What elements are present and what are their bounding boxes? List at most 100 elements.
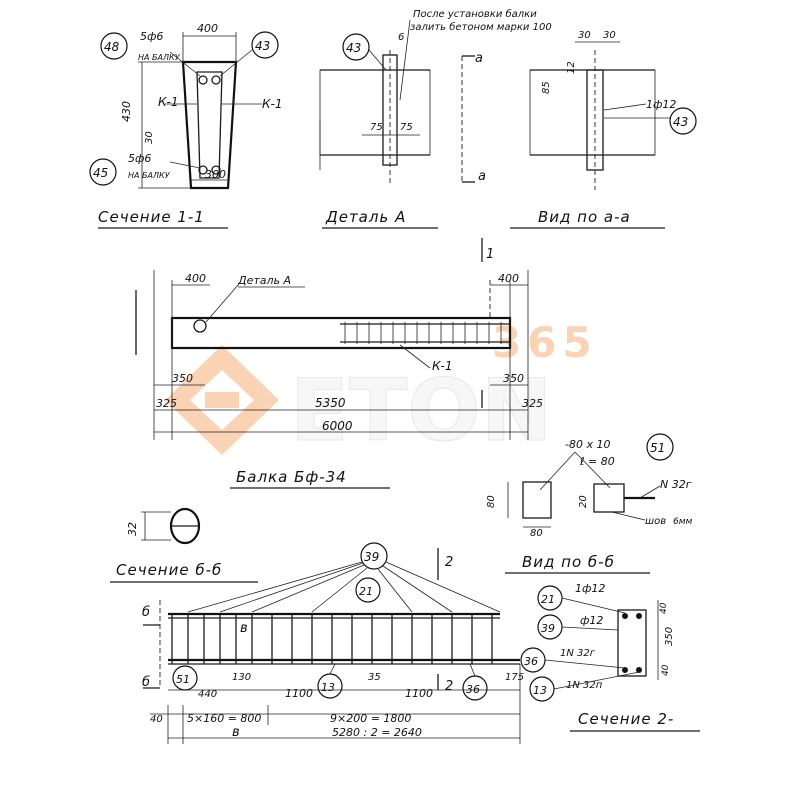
- dim-1100a: 1100: [285, 687, 313, 700]
- dim-40: 40: [150, 714, 163, 725]
- rebar-dot: [198, 165, 208, 175]
- bubble-48: [100, 32, 128, 60]
- dim-80a: 80: [486, 495, 497, 508]
- callout-bottom-note: НА БАЛКУ: [128, 171, 171, 180]
- beam-cage: [340, 322, 510, 344]
- beam-stirrups: [344, 322, 502, 344]
- section-2-2-outline: [617, 609, 647, 677]
- dim-325-left: 325: [156, 397, 177, 410]
- rebar-dot: [622, 613, 628, 619]
- bubble-36-label: 36: [524, 655, 538, 668]
- frame-stirrups: [171, 614, 493, 664]
- dim-40b: 40: [661, 664, 671, 676]
- watermark-logo-icon: [165, 345, 279, 455]
- beam-detail-label: Деталь А: [237, 274, 291, 287]
- dim-30: 30: [144, 131, 155, 144]
- dim-80b: 80: [530, 528, 543, 539]
- watermark: ETON 365: [165, 318, 592, 462]
- callout-top: 5ф6: [140, 30, 163, 43]
- dim-top: 400: [197, 22, 218, 35]
- mark-k1-right: К-1: [262, 97, 282, 111]
- dim-6000: 6000: [322, 419, 353, 433]
- frame-mark-v: в: [240, 621, 248, 636]
- mark-a-top: а: [475, 51, 483, 66]
- bubble-21-label: 21: [541, 593, 555, 606]
- section-1-1: 400 430 30 300 К-1 К-1 5ф6 НА БАЛКУ 5ф6 …: [89, 22, 282, 229]
- dim-400-left: 400: [185, 272, 206, 285]
- frame-mark-v2: в: [232, 725, 240, 740]
- detail-a: а а После установки балки залить бетоном…: [319, 8, 552, 229]
- dim-350-right: 350: [503, 372, 524, 385]
- watermark-word: ETON: [290, 361, 553, 461]
- bubble-51-label: 51: [650, 441, 665, 455]
- dim-35: 35: [368, 672, 381, 683]
- dim-350: 350: [664, 627, 675, 646]
- bubble-43: [251, 31, 279, 59]
- bubble-43-label: 43: [673, 115, 688, 129]
- dim-440: 440: [198, 689, 217, 700]
- view-a-a: 30 30 12 85 1ф12 43 Вид по а-а: [510, 30, 697, 229]
- section-1-1-cage: [196, 71, 223, 179]
- detail-a-note-2: залить бетоном марки 100: [410, 21, 552, 33]
- dim-32: 32: [126, 522, 139, 536]
- callout-bottom: 5ф6: [128, 152, 151, 165]
- detail-a-marker: [193, 319, 207, 333]
- frame-section-mark-top: 2: [445, 555, 453, 570]
- bubble-43-label: 43: [255, 39, 270, 53]
- view-b-b-rebar: N 32г: [660, 478, 692, 491]
- bubble-13-label: 13: [533, 684, 547, 697]
- dim-40a: 40: [659, 602, 669, 614]
- dim-350-left: 350: [172, 372, 193, 385]
- rebar-dot: [622, 667, 628, 673]
- reinforcement-frame: 39 21 2 2 б б в 51 13 36 440 130: [142, 542, 524, 744]
- dim-20: 20: [578, 495, 589, 508]
- detail-a-title: Деталь А: [325, 208, 406, 226]
- view-a-a-rebar-label: 1ф12: [646, 98, 676, 111]
- dim-bottom: 300: [205, 168, 226, 181]
- section-2-2-title: Сечение 2-: [578, 710, 674, 728]
- rebar-dot: [211, 165, 221, 175]
- section-2-2: 40 350 40 21 1ф12 39 ф12 36 1N 32г 13 1N…: [520, 582, 700, 732]
- section-1-1-outline: [181, 60, 238, 190]
- beam-body: [170, 316, 512, 350]
- view-b-b: 80 80 20 -80 х 10 ℓ = 80 51 N 32г шов 6м…: [486, 433, 693, 574]
- callout-top-note: НА БАЛКУ: [138, 53, 181, 62]
- rebar-dot: [636, 613, 642, 619]
- rebar-dot: [198, 75, 208, 85]
- detail-a-concrete: [319, 69, 431, 156]
- bubble-43-label: 43: [346, 41, 361, 55]
- section-b-b: 32 Сечение б-б: [110, 507, 258, 583]
- dim-5350: 5350: [315, 396, 346, 410]
- section-1-1-title: Сечение 1-1: [98, 208, 205, 226]
- bubble-21-label: 21: [359, 585, 373, 598]
- dim-5x160: 5×160 = 800: [187, 712, 261, 725]
- bubble-39-leaders: [187, 561, 501, 613]
- dim-85: 85: [541, 81, 552, 94]
- bubble-48-label: 48: [104, 40, 120, 54]
- section-2-2-rebar-top: 1ф12: [575, 582, 605, 595]
- mark-k1-left: К-1: [158, 95, 178, 109]
- dim-75b: 75: [400, 122, 413, 133]
- frame-mark-b-bottom: б: [142, 675, 150, 690]
- dim-total: 5280 : 2 = 2640: [332, 726, 422, 739]
- view-b-b-weld: шов: [645, 516, 666, 527]
- section-2-2-rebar-13: 1N 32п: [566, 680, 603, 691]
- beam-elevation: Деталь А 1 400 400 350 350 325 325 5350 …: [135, 238, 543, 489]
- dim-130: 130: [232, 672, 251, 683]
- bubble-36-label: 36: [466, 683, 480, 696]
- dim-75a: 75: [370, 122, 383, 133]
- dim-1100b: 1100: [405, 687, 433, 700]
- beam-section-mark: 1: [486, 247, 494, 262]
- dim-6: 6: [398, 32, 404, 43]
- mark-a-bottom: а: [478, 169, 486, 184]
- section-2-2-rebar-mid: ф12: [580, 614, 603, 627]
- bubble-39-label: 39: [364, 550, 379, 564]
- dim-325-right: 325: [522, 397, 543, 410]
- frame-mark-b-top: б: [142, 605, 150, 620]
- bubble-39: [360, 542, 388, 570]
- beam-title: Балка Бф-34: [236, 468, 347, 486]
- bubble-45-label: 45: [93, 166, 108, 180]
- view-b-b-plate-side: [593, 483, 625, 513]
- view-b-b-weld-size: 6мм: [673, 517, 693, 527]
